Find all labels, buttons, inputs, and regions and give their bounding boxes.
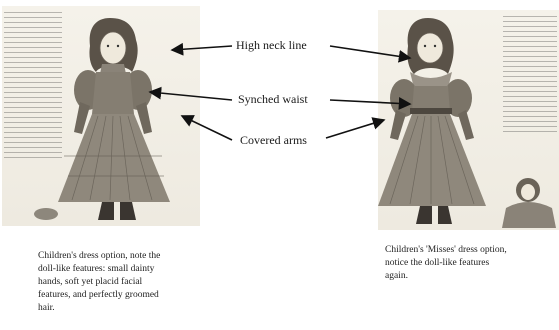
synched-waist-label: Synched waist	[238, 92, 308, 107]
right-caption: Children's 'Misses' dress option, notice…	[385, 244, 557, 283]
covered-arms-label: Covered arms	[240, 133, 307, 148]
left-caption: Children's dress option, note the doll-l…	[38, 250, 208, 315]
high-neck-line-label: High neck line	[236, 38, 307, 53]
